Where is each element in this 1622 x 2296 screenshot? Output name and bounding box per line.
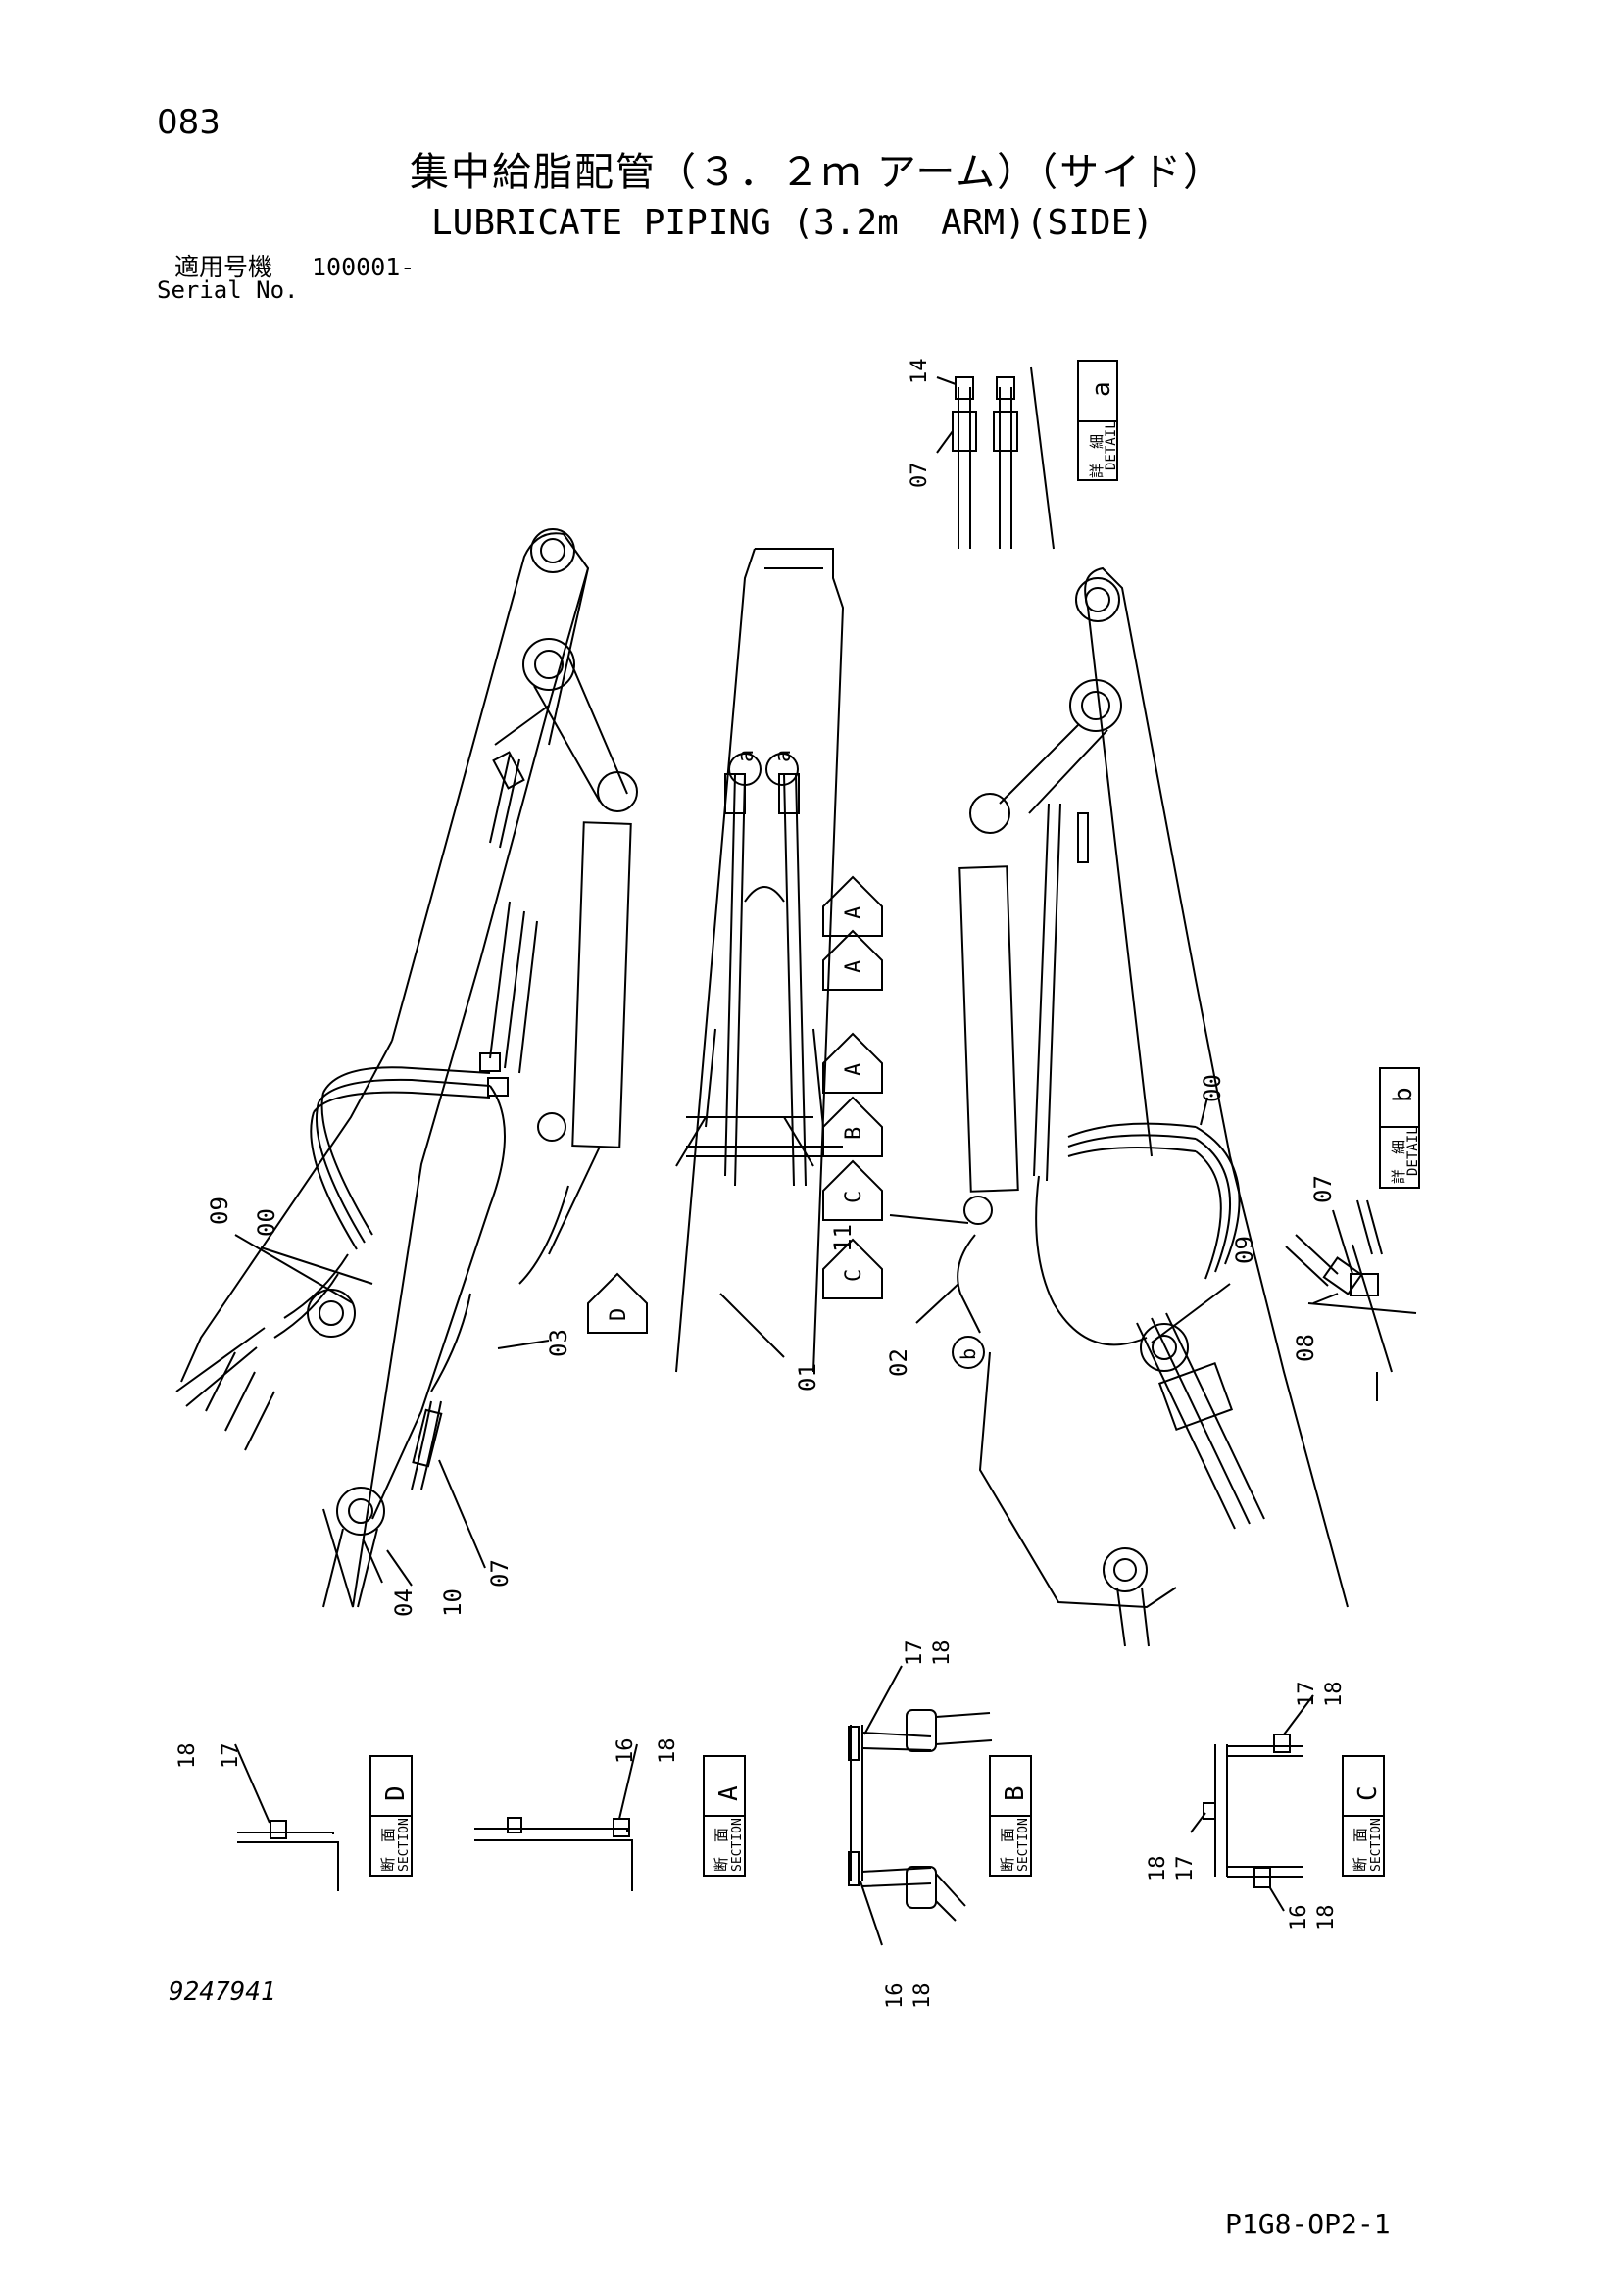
callout-09-right: 09 (1231, 1236, 1258, 1264)
callout-09-left: 09 (206, 1197, 233, 1225)
callout-02-right: 02 (885, 1348, 912, 1377)
arrow-a-2: A (842, 960, 866, 973)
title-japanese: 集中給脂配管（３．２ｍ アーム）（サイド） (410, 150, 1225, 195)
callout-18-section-c: 18 (1322, 1682, 1347, 1708)
callout-10-left: 10 (439, 1588, 467, 1617)
section-b-label-jp: 断 面 (999, 1828, 1016, 1872)
section-arrows: A A A B C C (822, 875, 883, 1299)
section-b-marker: B (1001, 1785, 1030, 1801)
section-d-label-en: SECTION (397, 1818, 412, 1872)
callout-17-section-c: 17 (1295, 1682, 1319, 1708)
centre-marker-a-1: a (734, 750, 759, 762)
drawing-number: 9247941 (169, 1978, 276, 2007)
callout-16-section-c: 16 (1287, 1905, 1311, 1931)
left-arm-view: 09 00 03 07 04 10 (175, 528, 638, 1617)
callout-17-section-c-mid: 17 (1173, 1856, 1198, 1882)
section-d-label-jp: 断 面 (379, 1828, 397, 1872)
section-b-view: 17 18 16 18 断 面 SECTION B (848, 1640, 1032, 2010)
section-arrow-d-centre (587, 1272, 648, 1334)
arrow-c-2: C (842, 1269, 866, 1282)
callout-03-left: 03 (545, 1329, 572, 1357)
callout-18-section-a: 18 (656, 1738, 680, 1765)
callout-14-detail-a: 14 (908, 359, 932, 385)
arrow-a-1: A (842, 906, 866, 919)
right-arm-view: b 00 11 02 09 (829, 566, 1349, 1647)
section-a-label-en: SECTION (730, 1818, 745, 1872)
arrow-c-1: C (842, 1191, 866, 1203)
callout-17-section-d: 17 (219, 1743, 243, 1770)
page-number: 083 (157, 103, 221, 142)
marker-d-centre: D (607, 1308, 631, 1321)
callout-07-detail-a: 07 (908, 463, 932, 489)
arrow-b: B (842, 1127, 866, 1140)
callout-07-left: 07 (486, 1559, 514, 1588)
section-a-marker: A (714, 1785, 744, 1801)
section-b-label-en: SECTION (1016, 1818, 1031, 1872)
detail-a-view: 詳 細 DETAIL a 14 07 (908, 359, 1119, 550)
arrow-a-3: A (842, 1063, 866, 1076)
serial-number-range: 100001- (312, 253, 416, 281)
section-c-label-en: SECTION (1369, 1818, 1384, 1872)
callout-18-section-b-lower: 18 (910, 1983, 935, 2010)
detail-b-view: 詳 細 DETAIL b 07 08 (1285, 1067, 1421, 1401)
callout-04-left: 04 (390, 1588, 418, 1617)
centre-marker-a-2: a (771, 750, 796, 762)
section-a-label-jp: 断 面 (713, 1828, 730, 1872)
detail-a-label-jp: 詳 細 (1088, 434, 1106, 478)
callout-16-section-b: 16 (883, 1983, 908, 2010)
serial-label-japanese: 適用号機 (174, 253, 273, 281)
detail-b-marker: b (1389, 1087, 1418, 1102)
callout-08-detail-b: 08 (1292, 1334, 1319, 1362)
callout-18-section-c-mid: 18 (1146, 1856, 1170, 1882)
callout-18-section-d: 18 (175, 1743, 200, 1770)
detail-a-label-en: DETAIL (1104, 420, 1119, 470)
callout-11-right: 11 (829, 1224, 857, 1252)
callout-18-section-c-low: 18 (1314, 1905, 1339, 1931)
section-c-view: 17 18 18 17 16 18 断 面 SECTION C (1146, 1682, 1385, 1931)
section-d-marker: D (381, 1785, 411, 1801)
callout-00-left: 00 (253, 1208, 280, 1237)
detail-b-label-jp: 詳 細 (1390, 1140, 1407, 1184)
callout-16-section-a: 16 (614, 1738, 638, 1765)
detail-b-label-en: DETAIL (1405, 1126, 1421, 1176)
section-d-view: 18 17 断 面 SECTION D (175, 1743, 413, 1891)
serial-label-english: Serial No. (157, 276, 299, 304)
section-c-marker: C (1353, 1785, 1383, 1801)
centre-arm-view: a a 01 D (587, 548, 845, 1392)
detail-a-marker: a (1087, 381, 1116, 397)
section-c-label-jp: 断 面 (1352, 1828, 1369, 1872)
callout-00-right: 00 (1199, 1074, 1226, 1102)
callout-18-section-b: 18 (930, 1640, 955, 1667)
marker-b-right: b (957, 1348, 980, 1360)
callout-01-centre: 01 (794, 1363, 821, 1392)
title-english: LUBRICATE PIPING (3.2m ARM)(SIDE) (431, 203, 1154, 243)
section-a-view: 16 18 断 面 SECTION A (474, 1738, 746, 1891)
sheet-code: P1G8-OP2-1 (1225, 2208, 1391, 2240)
callout-17-section-b: 17 (903, 1640, 927, 1667)
callout-07-detail-b: 07 (1309, 1175, 1337, 1203)
